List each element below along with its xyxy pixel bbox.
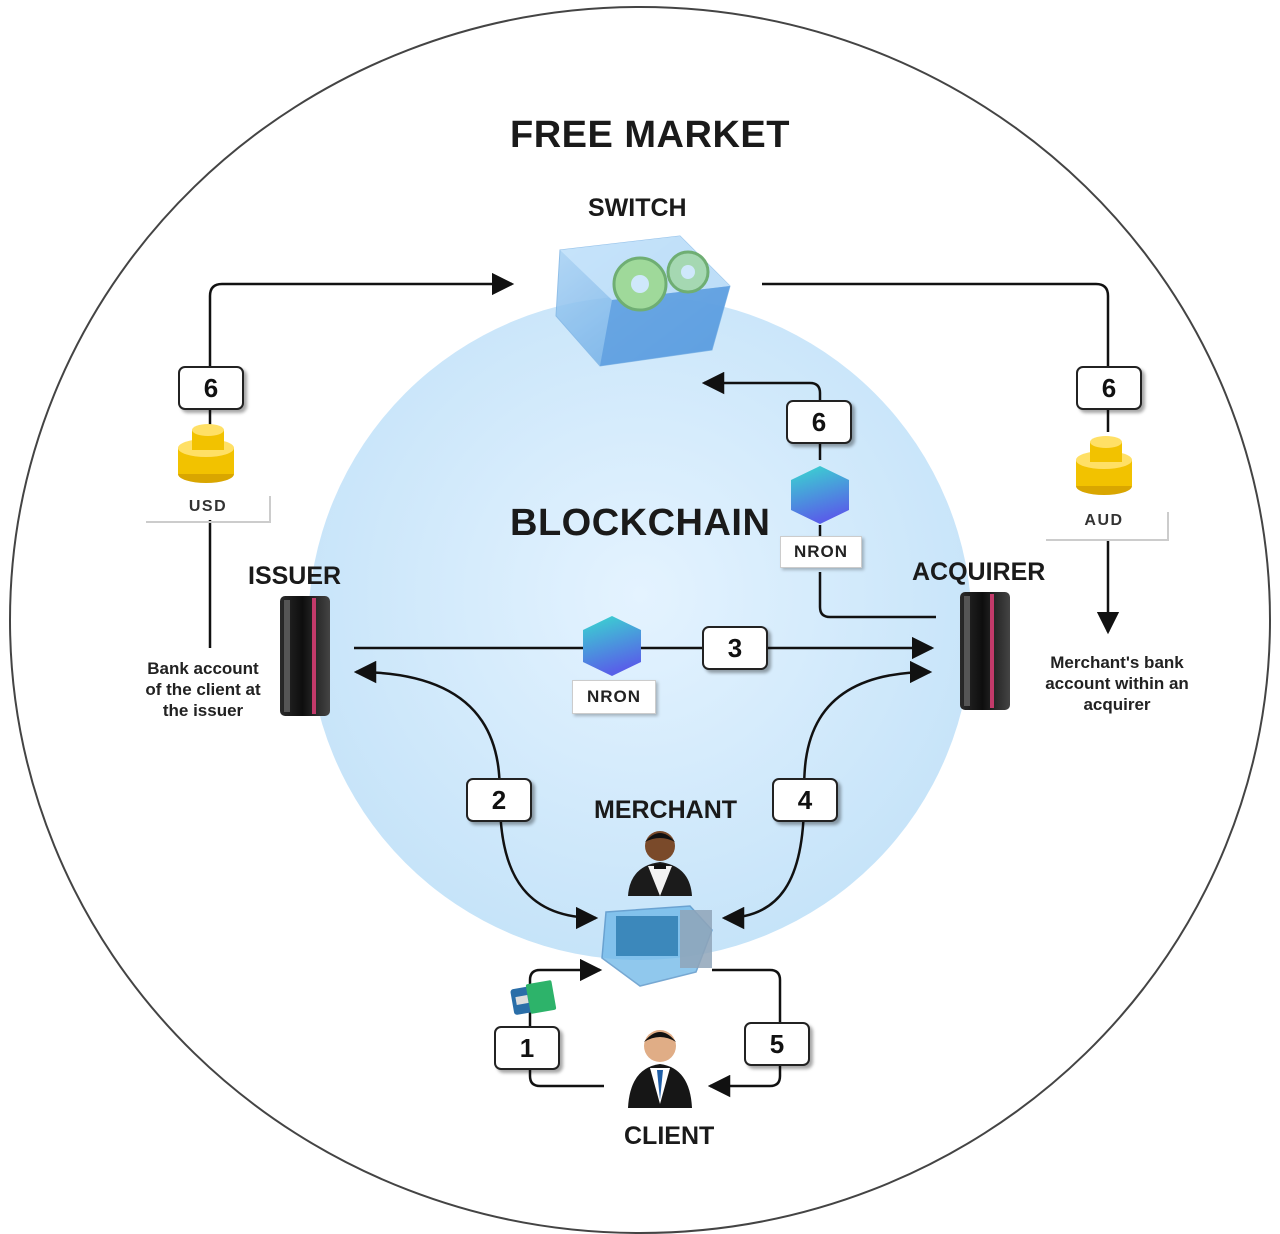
free-market-title: FREE MARKET (510, 114, 790, 156)
step-badge-6-left: 6 (178, 366, 244, 410)
step-badge-6-center: 6 (786, 400, 852, 444)
credit-card-icon (510, 980, 557, 1015)
nron-token-tag-upper: NRON (780, 536, 862, 568)
connector-usd-to-switch (208, 272, 515, 368)
issuer-account-note: Bank account of the client at the issuer (145, 659, 261, 720)
issuer-server-icon (280, 596, 330, 716)
nron-token-hexagon-upper (791, 466, 849, 524)
gear-icon (612, 250, 710, 312)
switch-label: SWITCH (588, 194, 687, 222)
nron-token-tag-middle: NRON (572, 680, 656, 714)
step-badge-3: 3 (702, 626, 768, 670)
merchant-account-note: Merchant's bank account within an acquir… (1045, 653, 1189, 714)
merchant-label: MERCHANT (594, 796, 738, 824)
issuer-label: ISSUER (248, 562, 342, 590)
switch-cube-icon (555, 235, 731, 367)
step-badge-6-right: 6 (1076, 366, 1142, 410)
blockchain-title: BLOCKCHAIN (510, 502, 771, 544)
aud-coin-stack-icon (1076, 436, 1132, 495)
merchant-terminal-icon (601, 905, 713, 987)
connector-client-to-merchant (528, 970, 604, 1088)
connector-merchant-to-client (710, 968, 782, 1086)
client-label: CLIENT (624, 1122, 715, 1150)
step-badge-5: 5 (744, 1022, 810, 1066)
usd-coin-stack-icon (178, 424, 234, 483)
step-badge-2: 2 (466, 778, 532, 822)
connector-acquirer-to-switch (818, 572, 936, 619)
client-person-icon (628, 1030, 692, 1108)
nron-token-hexagon-middle (583, 616, 641, 676)
acquirer-server-icon (960, 592, 1010, 710)
merchant-person-icon (628, 831, 692, 896)
step-badge-1: 1 (494, 1026, 560, 1070)
acquirer-label: ACQUIRER (912, 558, 1046, 586)
blockchain-circle (308, 296, 972, 960)
aud-currency-label: AUD (1084, 512, 1124, 529)
connector-switch-to-aud (762, 282, 1110, 368)
step-badge-4: 4 (772, 778, 838, 822)
usd-currency-label: USD (188, 498, 228, 515)
